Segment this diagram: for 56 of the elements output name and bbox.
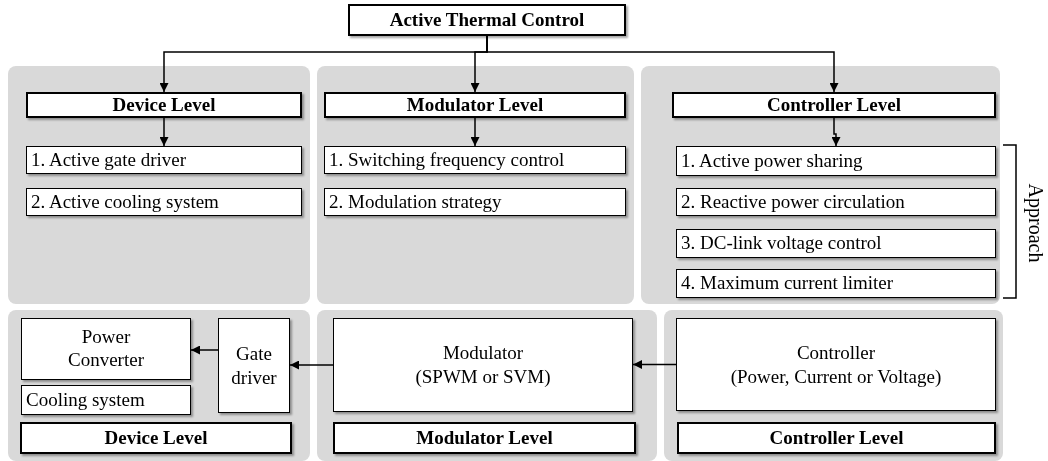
bracket-label: Approach <box>1023 182 1048 265</box>
approach-box <box>676 146 996 176</box>
level-panel <box>641 66 1000 304</box>
approach-box <box>676 229 996 258</box>
level-panel <box>317 310 657 461</box>
node-text: Device Level <box>104 425 208 450</box>
node-text: Active Thermal Control <box>389 7 585 32</box>
block-box <box>218 318 290 413</box>
level-panel <box>8 310 310 461</box>
node-text: (SPWM or SVM) <box>415 365 551 389</box>
node-text: 2. Reactive power circulation <box>681 189 905 214</box>
arrow <box>289 360 334 370</box>
node-text: Controller Level <box>767 92 901 117</box>
arrow <box>159 117 169 147</box>
node-text: 3. DC-link voltage control <box>681 231 882 256</box>
title-box <box>348 4 626 36</box>
node-text: Power Converter <box>67 326 145 372</box>
approach-box <box>21 385 191 415</box>
node-text: Controller <box>796 340 876 365</box>
approach-box <box>676 269 996 298</box>
block-box <box>333 318 633 412</box>
node-text: Modulator Level <box>416 425 553 450</box>
approach-box <box>324 188 626 216</box>
arrow <box>486 35 839 93</box>
node-text: Controller Level <box>769 425 904 450</box>
node-text: 1. Switching frequency control <box>329 147 565 172</box>
node-text: Cooling system <box>26 387 145 412</box>
block-box <box>676 318 996 411</box>
level-panel <box>317 66 634 304</box>
level-header-box <box>26 92 302 118</box>
level-panel <box>8 66 310 304</box>
node-text: Modulator Level <box>406 92 544 117</box>
level-header-box <box>677 422 996 454</box>
level-header-box <box>333 422 636 454</box>
approach-box <box>676 188 996 216</box>
arrow <box>831 117 841 147</box>
arrow <box>470 117 480 147</box>
level-header-box <box>324 92 626 118</box>
approach-box <box>324 146 626 174</box>
node-text: 4. Maximum current limiter <box>681 271 894 296</box>
arrow <box>632 360 677 369</box>
node-text: Gate driver <box>230 341 278 390</box>
level-panel <box>664 310 1003 461</box>
node-text: 2. Modulation strategy <box>329 189 502 214</box>
node-text: 2. Active cooling system <box>31 189 219 214</box>
node-text: 1. Active gate driver <box>31 147 187 172</box>
arrow <box>190 345 219 355</box>
level-header-box <box>20 422 292 454</box>
node-text: Device Level <box>112 92 216 117</box>
approach-box <box>26 146 302 174</box>
node-text: (Power, Current or Voltage) <box>730 364 942 389</box>
node-text: 1. Active power sharing <box>681 148 863 173</box>
node-text: Modulator <box>442 341 524 365</box>
approach-box <box>26 188 302 216</box>
level-header-box <box>672 92 996 118</box>
block-box <box>21 318 191 380</box>
